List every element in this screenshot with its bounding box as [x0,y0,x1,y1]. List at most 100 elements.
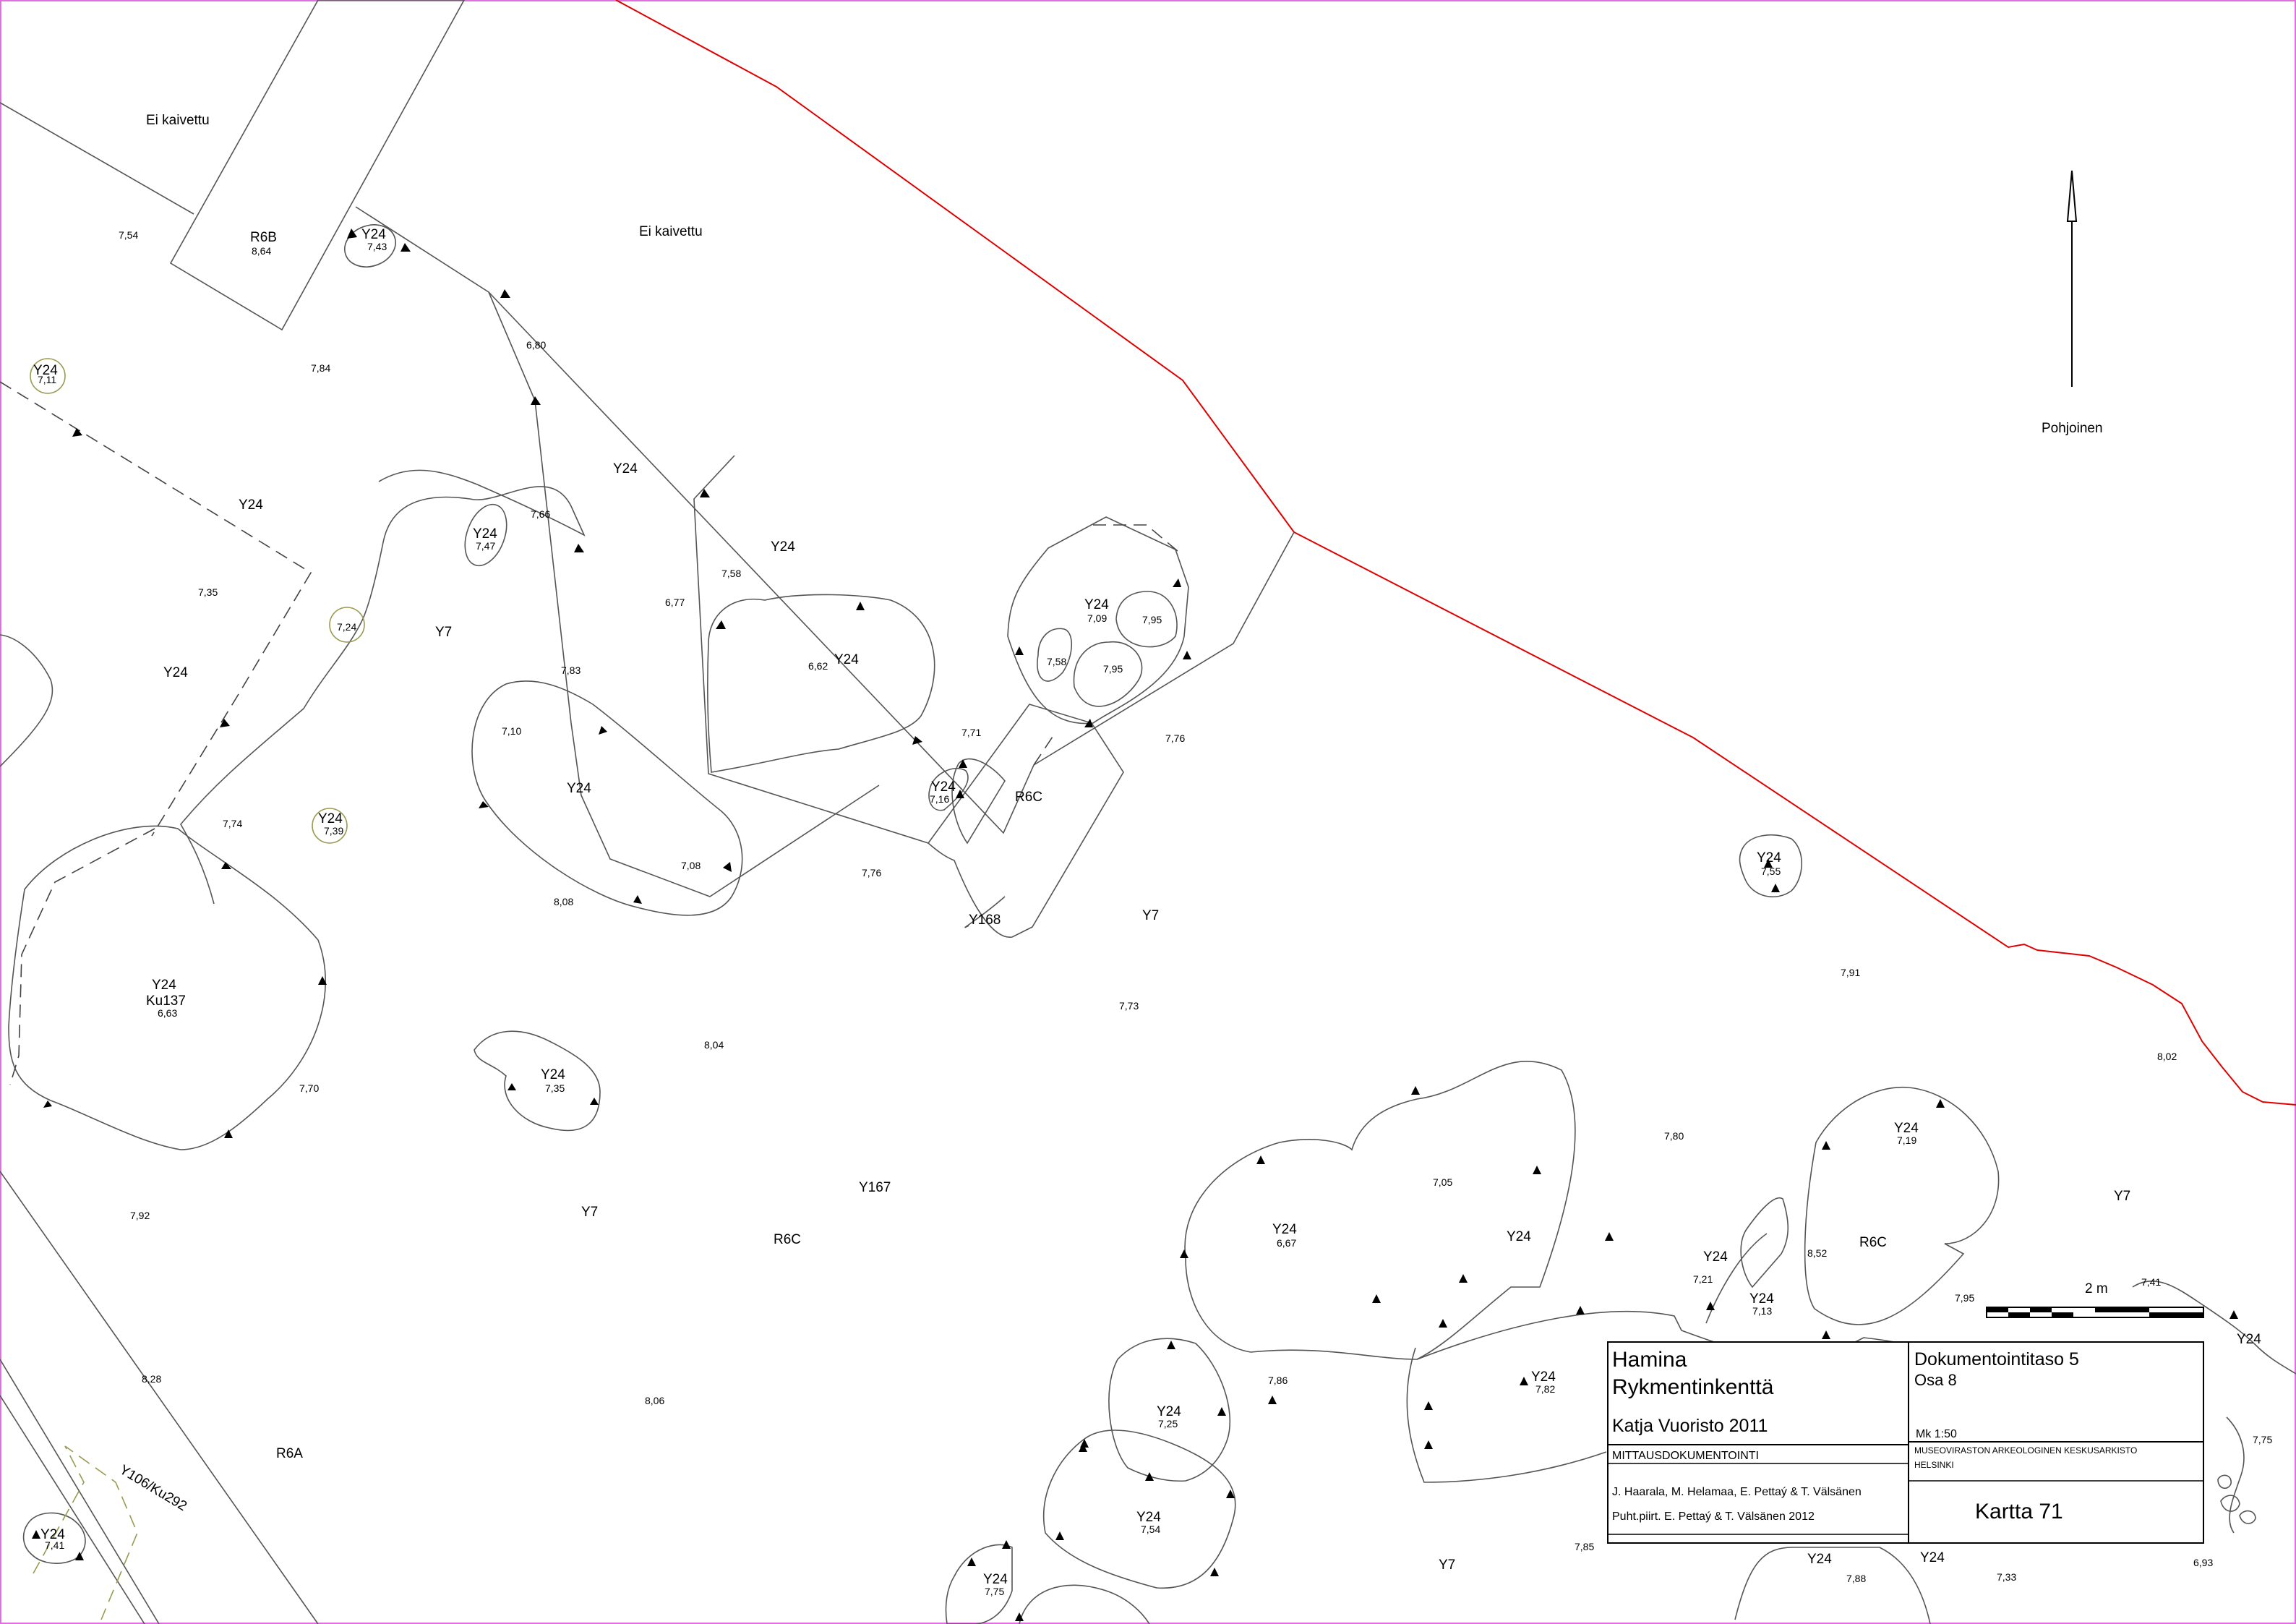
scale-bar [1986,1307,2204,1318]
map-label: Y24 [1272,1222,1297,1237]
map-label: Y24 [1749,1291,1774,1307]
title-clean-drawing: Puht.piirt. E. Pettaý & T. Välsänen 2012 [1612,1510,1815,1523]
north-arrow-icon [2066,170,2078,387]
map-label: Y24 [318,811,343,826]
map-label: Y24 [163,665,188,680]
map-label: 7,54 [119,229,138,241]
map-label: 7,10 [502,725,521,737]
map-label: 8,02 [2157,1051,2177,1062]
map-label: 6,80 [526,339,546,351]
map-label: 7,41 [45,1539,64,1551]
map-label: Y24 [567,781,591,796]
map-label: 7,95 [1955,1292,1974,1304]
map-label: 8,06 [645,1395,664,1406]
map-label: R6C [1859,1235,1887,1250]
title-map-number: Kartta 71 [1975,1500,2063,1523]
map-label: R6B [250,230,277,245]
map-label: Y24 [983,1572,1008,1587]
map-label: 7,58 [1047,656,1066,667]
map-label: 7,35 [545,1082,565,1094]
map-label: 7,33 [1997,1571,2016,1583]
map-label: 7,73 [1119,1000,1139,1012]
map-label: Y7 [1142,908,1159,923]
map-label: Y24 [1084,597,1109,612]
map-label: 7,19 [1897,1134,1916,1146]
map-label: 6,62 [808,660,828,672]
map-label: Y24 [1894,1121,1919,1136]
map-label: 7,92 [130,1210,150,1221]
map-label: Y24 [1507,1229,1531,1244]
map-label: 7,76 [862,867,881,879]
map-label: Y7 [1439,1557,1455,1573]
map-label: Y24 [361,227,386,242]
map-label: 7,86 [1268,1375,1288,1386]
title-surveyors: J. Haarala, M. Helamaa, E. Pettaý & T. V… [1612,1486,1862,1498]
map-label: R6A [276,1446,303,1461]
map-label: Y7 [2114,1189,2130,1204]
title-archive: MUSEOVIRASTON ARKEOLOGINEN KESKUSARKISTO [1914,1445,2137,1456]
map-label: 7,16 [930,793,949,805]
map-label: 7,08 [681,860,701,871]
map-label: Y24 [152,978,176,993]
map-labels: Ei kaivettu Ei kaivettu R6B 8,64 Y24 7,4… [33,113,2272,1597]
map-label: 7,47 [476,540,495,552]
map-label: 6,93 [2193,1557,2213,1568]
map-label: R6C [1015,790,1042,805]
title-site-sub: Rykmentinkenttä [1612,1375,1774,1399]
map-label: 7,55 [1761,866,1781,877]
map-label: 6,63 [158,1007,177,1019]
map-label: 8,08 [554,896,573,907]
map-label: Y24 [473,526,497,542]
map-label: 7,80 [1664,1130,1684,1142]
map-label: 7,21 [1693,1273,1713,1285]
map-label: 7,66 [531,508,550,520]
map-label: 7,39 [324,825,343,837]
map-label: Y24 [239,497,263,513]
map-label: 8,64 [252,245,271,257]
map-label: 7,70 [299,1082,319,1094]
title-scale: Mk 1:50 [1916,1428,1957,1440]
map-label: Y24 [1807,1552,1832,1567]
map-label: Y24 [1703,1249,1728,1265]
map-label: 7,25 [1158,1418,1178,1429]
slope-markers [32,228,2238,1621]
map-label: 7,05 [1433,1176,1452,1188]
map-label: Y24 [1157,1404,1181,1419]
title-block: Hamina Rykmentinkenttä Katja Vuoristo 20… [1607,1341,2204,1544]
map-label: Y7 [435,625,452,640]
map-label: 8,52 [1807,1247,1827,1259]
map-label: 7,71 [961,727,981,738]
map-label: 7,91 [1841,967,1860,978]
map-label: Y24 [931,779,956,795]
map-label: Y168 [969,913,1001,928]
map-label: 7,24 [337,621,356,633]
map-label: Y24 [834,652,859,667]
map-label: 7,76 [1165,732,1185,744]
small-pits [30,358,365,844]
map-label: 7,58 [721,568,741,579]
map-label: Y24 [1920,1550,1945,1565]
map-label: Y24 [2237,1332,2261,1347]
scale-label: 2 m [2085,1281,2108,1296]
title-level: Dokumentointitaso 5 [1914,1349,2079,1369]
title-site: Hamina [1612,1348,1687,1372]
title-author: Katja Vuoristo 2011 [1612,1416,1768,1436]
map-label: 7,83 [561,664,581,676]
map-label: Y24 [771,539,795,555]
map-label: 7,95 [1103,663,1123,675]
title-section: MITTAUSDOKUMENTOINTI [1612,1450,1759,1462]
map-label: Ku137 [146,993,186,1009]
map-label: 7,35 [198,586,218,598]
map-label: 7,13 [1752,1305,1772,1317]
map-label: 7,43 [367,241,387,252]
map-label: Ei kaivettu [639,224,703,239]
map-label: 7,75 [985,1586,1004,1597]
map-label: 7,75 [2253,1434,2272,1445]
map-label: 8,04 [704,1039,724,1051]
map-label: 7,84 [311,362,330,374]
map-label: 6,67 [1277,1237,1296,1249]
map-label: 7,74 [223,818,242,829]
map-label: 7,41 [2141,1276,2161,1288]
